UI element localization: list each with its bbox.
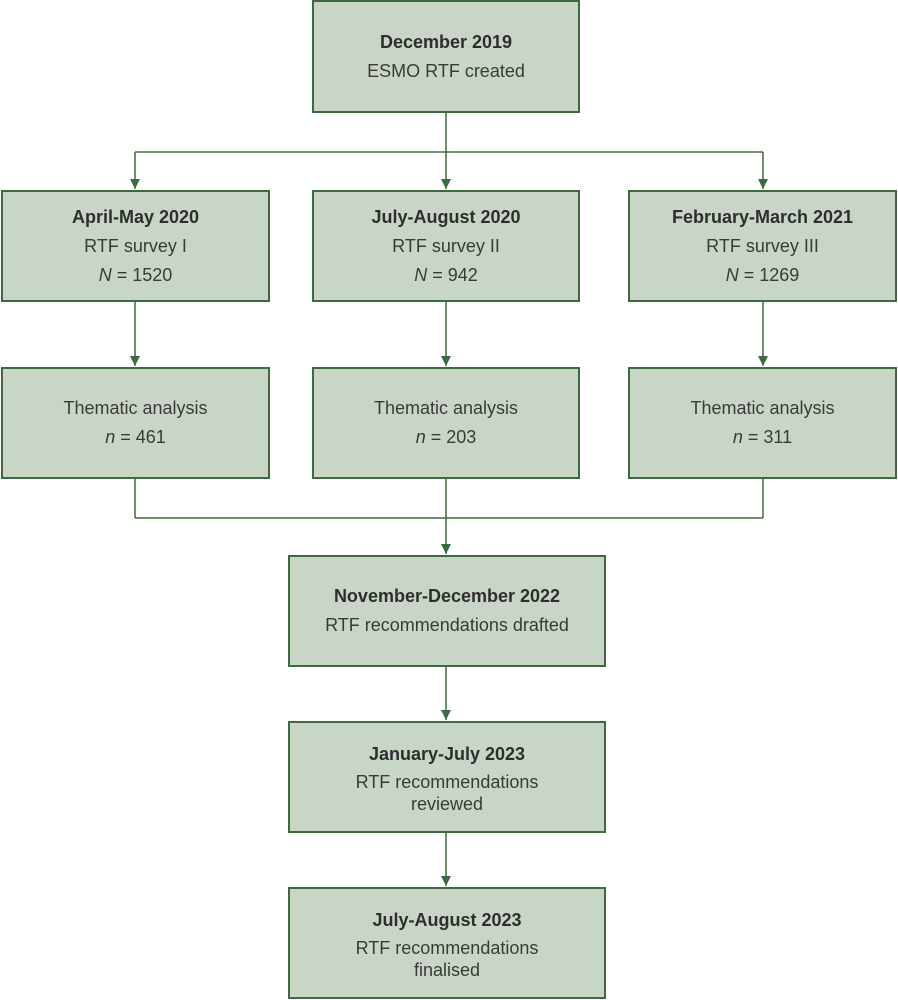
count-symbol: n	[732, 427, 743, 447]
node-count: n = 311	[733, 423, 792, 452]
node-text: RTF recommendations finalised	[355, 937, 539, 980]
node-date: November-December 2022	[333, 586, 561, 606]
count-symbol: N	[98, 264, 112, 285]
count-symbol: n	[415, 427, 426, 447]
node-text: RTF survey I	[84, 235, 187, 256]
node-recommendations-finalised: July-August 2023 RTF recommendations fin…	[288, 887, 606, 999]
count-value: = 1269	[743, 264, 800, 285]
node-text: RTF survey II	[392, 235, 500, 256]
node-count: n = 203	[416, 423, 477, 452]
node-recommendations-drafted: November-December 2022 RTF recommendatio…	[288, 555, 606, 667]
node-date: July-August 2020	[371, 206, 521, 227]
node-count: N = 1520	[99, 261, 173, 290]
node-survey-3: February-March 2021 RTF survey III N = 1…	[628, 190, 897, 302]
node-date: April-May 2020	[71, 206, 200, 227]
node-analysis-3: Thematic analysis n = 311	[628, 367, 897, 479]
node-text: RTF survey III	[706, 235, 819, 256]
count-value: = 311	[747, 427, 793, 447]
node-text: RTF recommendations reviewed	[355, 771, 539, 814]
node-date: January-July 2023	[368, 743, 526, 764]
count-symbol: n	[105, 427, 116, 447]
count-symbol: N	[725, 264, 739, 285]
node-rtf-created: December 2019 ESMO RTF created	[312, 0, 580, 113]
count-symbol: N	[414, 264, 428, 285]
node-text: Thematic analysis	[63, 398, 208, 418]
node-date: February-March 2021	[671, 206, 854, 227]
node-text: Thematic analysis	[690, 398, 835, 418]
node-text: RTF recommendations drafted	[325, 615, 569, 635]
node-date: July-August 2023	[372, 909, 522, 930]
node-date: December 2019	[379, 31, 513, 52]
node-survey-2: July-August 2020 RTF survey II N = 942	[312, 190, 580, 302]
node-survey-1: April-May 2020 RTF survey I N = 1520	[1, 190, 270, 302]
node-count: N = 1269	[726, 261, 800, 290]
count-value: = 203	[430, 427, 477, 447]
node-analysis-2: Thematic analysis n = 203	[312, 367, 580, 479]
count-value: = 942	[432, 264, 478, 285]
node-text: Thematic analysis	[373, 398, 519, 418]
node-count: n = 461	[105, 423, 166, 452]
node-count: N = 942	[414, 261, 478, 290]
node-text: ESMO RTF created	[367, 60, 525, 81]
count-value: = 461	[120, 427, 166, 447]
node-recommendations-reviewed: January-July 2023 RTF recommendations re…	[288, 721, 606, 833]
count-value: = 1520	[116, 264, 173, 285]
node-analysis-1: Thematic analysis n = 461	[1, 367, 270, 479]
